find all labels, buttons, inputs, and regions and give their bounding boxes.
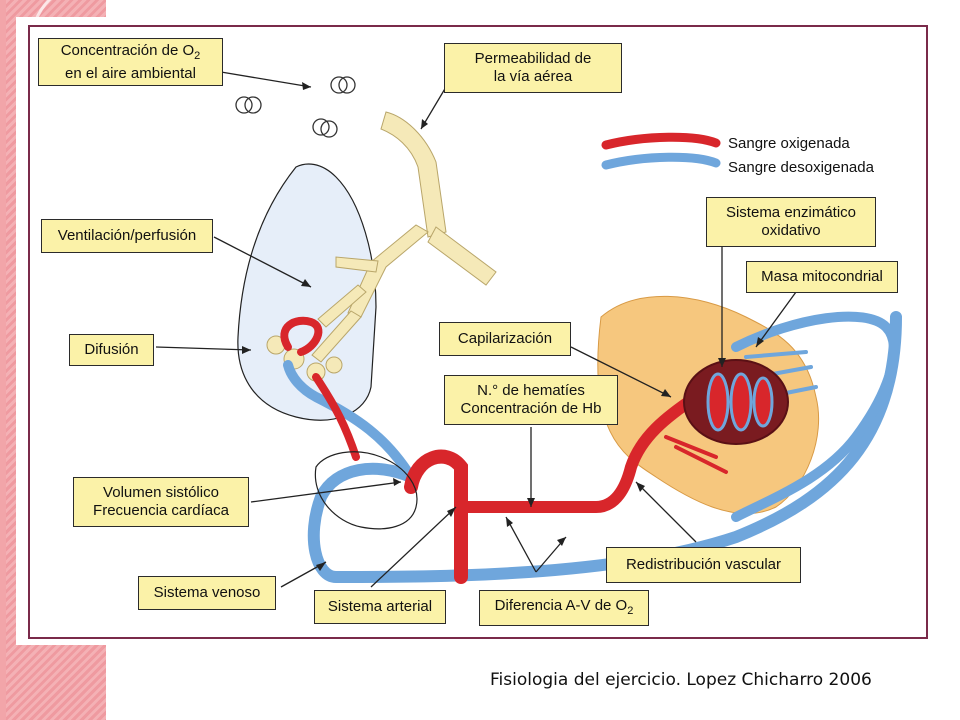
label-av-difference-text: Diferencia A-V de O bbox=[494, 596, 628, 614]
label-ventilation-perfusion: Ventilación/perfusión bbox=[41, 219, 213, 253]
bronchiole-2 bbox=[311, 310, 362, 363]
legend-deoxygenated-swatch bbox=[601, 152, 721, 170]
label-arterial-system: Sistema arterial bbox=[314, 590, 446, 624]
label-o2-concentration-line1: Concentración de O2 bbox=[61, 42, 201, 65]
arrowhead-arterial bbox=[447, 507, 456, 517]
arrow-ventilation bbox=[213, 236, 312, 288]
label-vascular-redistribution: Redistribución vascular bbox=[606, 547, 801, 583]
venous-loop-muscle bbox=[731, 311, 899, 522]
label-arterial-text: Sistema arterial bbox=[327, 598, 433, 615]
label-stroke-line2: Frecuencia cardíaca bbox=[93, 502, 229, 519]
figure-caption: Fisiologia del ejercicio. Lopez Chicharr… bbox=[490, 670, 872, 690]
arrowhead-mitochondrial bbox=[756, 337, 764, 347]
arrow-arterial bbox=[370, 506, 457, 588]
label-av-difference-sub: 2 bbox=[627, 604, 634, 617]
arrowhead-diffusion bbox=[242, 346, 251, 354]
label-stroke-volume: Volumen sistólico Frecuencia cardíaca bbox=[73, 477, 249, 527]
arrowhead-stroke bbox=[393, 478, 401, 486]
lung-to-heart bbox=[312, 373, 360, 461]
alveolus-4 bbox=[325, 356, 343, 374]
label-diffusion: Difusión bbox=[69, 334, 154, 366]
label-o2-concentration: Concentración de O2 en el aire ambiental bbox=[38, 38, 223, 86]
label-venous-text: Sistema venoso bbox=[153, 584, 261, 601]
arrowhead-o2 bbox=[302, 82, 311, 90]
label-capillarization-text: Capilarización bbox=[457, 330, 553, 347]
label-o2-concentration-sub: 2 bbox=[194, 49, 201, 62]
arrowhead-permeability bbox=[421, 119, 428, 129]
label-hematies-line2: Concentración de Hb bbox=[460, 400, 602, 417]
systemic-artery bbox=[455, 391, 702, 513]
mitochondrion-inner-1 bbox=[706, 372, 730, 432]
label-redistribution-text: Redistribución vascular bbox=[625, 556, 782, 573]
o2-molecule-1 bbox=[330, 76, 356, 94]
figure-panel: Concentración de O2 en el aire ambiental… bbox=[16, 17, 936, 645]
label-ventilation-text: Ventilación/perfusión bbox=[57, 227, 197, 244]
aortic-arch bbox=[404, 449, 468, 584]
arrowhead-venous bbox=[316, 562, 326, 571]
label-enzymatic-line2: oxidativo bbox=[761, 222, 821, 239]
bronchus-left bbox=[347, 224, 429, 318]
arrow-o2 bbox=[220, 71, 312, 88]
label-mitochondrial-mass: Masa mitocondrial bbox=[746, 261, 898, 293]
legend-oxygenated-swatch bbox=[601, 132, 721, 150]
arterial-branch-1 bbox=[664, 435, 718, 459]
bronchiole-1 bbox=[317, 284, 367, 328]
label-enzymatic-line1: Sistema enzimático bbox=[725, 204, 857, 221]
label-mitochondrial-text: Masa mitocondrial bbox=[761, 268, 883, 285]
airway-tree bbox=[311, 111, 497, 363]
label-enzymatic-system: Sistema enzimático oxidativo bbox=[706, 197, 876, 247]
label-o2-concentration-line2: en el aire ambiental bbox=[65, 64, 196, 82]
label-o2-concentration-text: Concentración de O bbox=[60, 41, 195, 59]
bronchus-right bbox=[427, 226, 497, 286]
arrow-redistribution bbox=[635, 481, 697, 543]
arrow-capillarization bbox=[570, 346, 672, 398]
arrow-mitochondrial bbox=[755, 291, 797, 348]
label-capillarization: Capilarización bbox=[439, 322, 571, 356]
venous-branch-1 bbox=[744, 350, 808, 359]
callout-arrows bbox=[155, 71, 797, 588]
arrowhead-ventilation bbox=[301, 279, 311, 287]
arrowhead-avdiff-2 bbox=[557, 537, 566, 546]
arrow-avdiff-1 bbox=[505, 516, 537, 573]
arrow-stroke bbox=[250, 481, 402, 503]
mitochondrion bbox=[683, 359, 789, 445]
o2-molecules bbox=[235, 76, 356, 138]
o2-molecule-2 bbox=[235, 96, 262, 114]
heart-outline bbox=[314, 451, 418, 530]
lung-outline bbox=[237, 163, 377, 421]
label-permeability-line1: Permeabilidad de bbox=[474, 50, 592, 67]
mitochondrion-inner-3 bbox=[752, 376, 774, 428]
arterial-vessels bbox=[280, 316, 728, 584]
trachea bbox=[380, 111, 447, 238]
label-hematies: N.° de hematíes Concentración de Hb bbox=[444, 375, 618, 425]
mitochondrion-inner-2 bbox=[729, 372, 753, 432]
arrow-diffusion bbox=[155, 346, 252, 351]
legend bbox=[601, 132, 721, 170]
label-hematies-line1: N.° de hematíes bbox=[477, 382, 585, 399]
pulmonary-vein bbox=[280, 316, 323, 356]
arrowhead-enzymatic bbox=[718, 358, 726, 367]
legend-oxygenated-label: Sangre oxigenada bbox=[728, 135, 850, 152]
label-av-difference-line: Diferencia A-V de O2 bbox=[495, 597, 634, 620]
label-airway-permeability: Permeabilidad de la vía aérea bbox=[444, 43, 622, 93]
arrowhead-capillarization bbox=[661, 389, 671, 397]
bronchiole-3 bbox=[335, 256, 379, 273]
label-venous-system: Sistema venoso bbox=[138, 576, 276, 610]
arterial-branch-2 bbox=[674, 445, 728, 474]
arrowhead-avdiff-1 bbox=[506, 517, 513, 527]
label-diffusion-text: Difusión bbox=[84, 341, 139, 358]
arrowhead-hematies bbox=[527, 498, 535, 507]
arrowheads bbox=[242, 82, 764, 571]
physiology-diagram bbox=[155, 71, 902, 588]
pulmonary-artery bbox=[283, 360, 416, 482]
legend-deoxygenated-label: Sangre desoxigenada bbox=[728, 159, 874, 176]
o2-molecule-3 bbox=[312, 118, 338, 138]
label-av-difference: Diferencia A-V de O2 bbox=[479, 590, 649, 626]
arrowhead-redistribution bbox=[636, 482, 645, 492]
label-stroke-line1: Volumen sistólico bbox=[103, 484, 219, 501]
label-permeability-line2: la vía aérea bbox=[493, 68, 573, 85]
